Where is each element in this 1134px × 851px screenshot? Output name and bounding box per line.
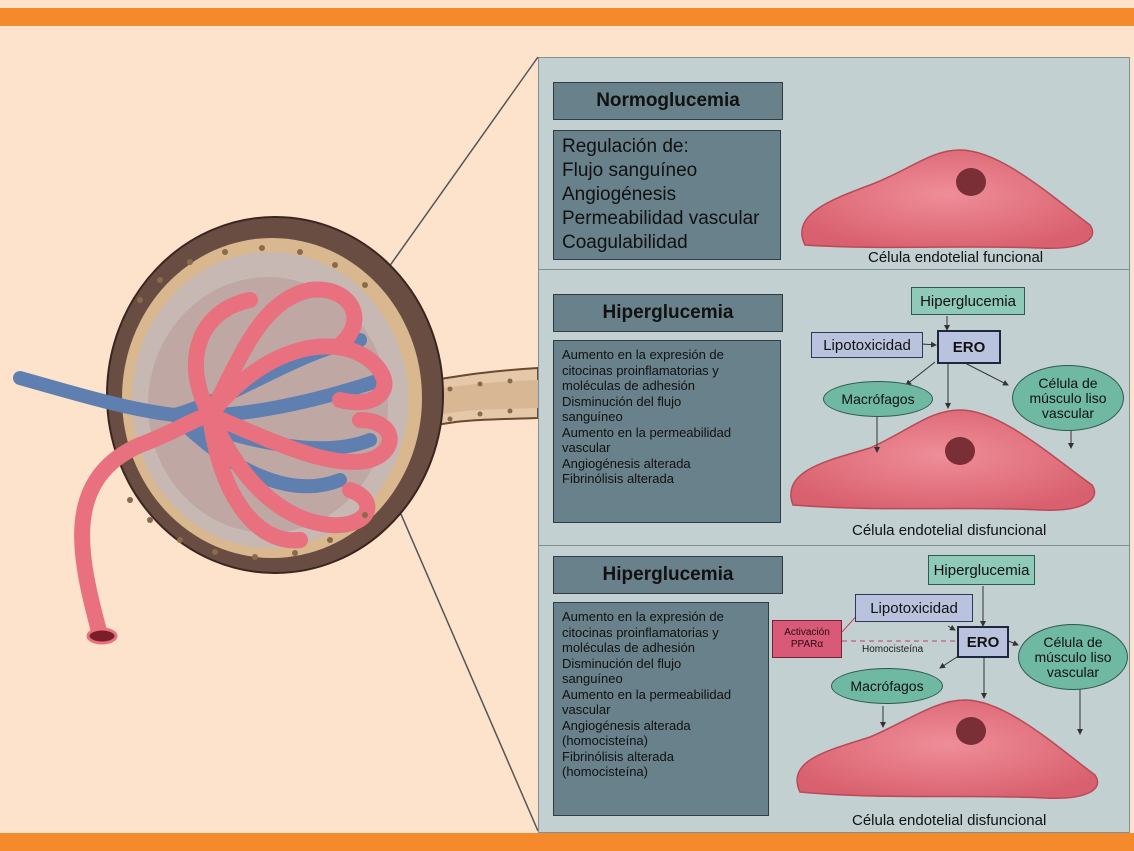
panel1-line: Regulación de: [562, 135, 780, 159]
p2-smooth-muscle-line: Célula de [1038, 376, 1097, 391]
p3-cell-caption: Célula endotelial disfuncional [852, 812, 1046, 829]
homocysteine-label: Homocisteína [862, 644, 923, 655]
p3-lipotoxicity-node: Lipotoxicidad [855, 594, 973, 622]
panel1-line: Flujo sanguíneo [562, 159, 780, 183]
p2-smooth-muscle-node: Célula de músculo liso vascular [1012, 365, 1124, 431]
panel2-text-box: Aumento en la expresión de citocinas pro… [553, 340, 781, 523]
p2-macrophages-node: Macrófagos [823, 381, 933, 417]
panel3-line: (homocisteína) [562, 733, 768, 749]
panel3-line: Angiogénesis alterada [562, 718, 768, 734]
panel1-line: Permeabilidad vascular [562, 207, 780, 231]
panel2-line: sanguíneo [562, 409, 780, 425]
panel3-line: (homocisteína) [562, 764, 768, 780]
panel3-line: Disminución del flujo [562, 656, 768, 672]
panel1-title: Normoglucemia [553, 82, 783, 120]
p3-smooth-muscle-node: Célula de músculo liso vascular [1018, 624, 1128, 690]
p2-smooth-muscle-line: vascular [1042, 406, 1094, 421]
p2-smooth-muscle-line: músculo liso [1029, 391, 1106, 406]
p3-smooth-muscle-line: vascular [1047, 665, 1099, 680]
panel2-line: Angiogénesis alterada [562, 456, 780, 472]
panel3-line: moléculas de adhesión [562, 640, 768, 656]
panel3-line: vascular [562, 702, 768, 718]
panel3-line: citocinas proinflamatorias y [562, 625, 768, 641]
vessel-opening [88, 629, 116, 643]
p3-smooth-muscle-line: Célula de [1043, 635, 1102, 650]
panel2-title: Hiperglucemia [553, 294, 783, 332]
p2-ero-node: ERO [937, 330, 1001, 364]
panel2-line: Disminución del flujo [562, 394, 780, 410]
panel1-line: Coagulabilidad [562, 231, 780, 255]
p2-cell-caption: Célula endotelial disfuncional [852, 522, 1046, 539]
panel1-text-box: Regulación de: Flujo sanguíneo Angiogéne… [553, 130, 781, 260]
panel2-line: citocinas proinflamatorias y [562, 363, 780, 379]
panel3-line: Aumento en la permeabilidad [562, 687, 768, 703]
p3-ppar-line: PPARα [791, 639, 823, 651]
panel2-line: Fibrinólisis alterada [562, 471, 780, 487]
panel2-line: Aumento en la expresión de [562, 347, 780, 363]
panel3-line: sanguíneo [562, 671, 768, 687]
panel3-title: Hiperglucemia [553, 556, 783, 594]
panel2-line: vascular [562, 440, 780, 456]
panel3-line: Aumento en la expresión de [562, 609, 768, 625]
panel2-line: Aumento en la permeabilidad [562, 425, 780, 441]
panel3-text-box: Aumento en la expresión de citocinas pro… [553, 602, 769, 816]
p3-ero-node: ERO [957, 626, 1009, 658]
panel2-line: moléculas de adhesión [562, 378, 780, 394]
p3-hyperglycemia-node: Hiperglucemia [928, 555, 1035, 585]
p2-hyperglycemia-node: Hiperglucemia [911, 287, 1025, 315]
p3-ppar-activation-node: Activación PPARα [772, 620, 842, 658]
p1-cell-caption: Célula endotelial funcional [868, 249, 1043, 266]
panel1-line: Angiogénesis [562, 183, 780, 207]
p3-ppar-line: Activación [784, 627, 830, 639]
panel3-line: Fibrinólisis alterada [562, 749, 768, 765]
p3-macrophages-node: Macrófagos [831, 668, 943, 704]
p2-lipotoxicity-node: Lipotoxicidad [811, 332, 923, 358]
p3-smooth-muscle-line: músculo liso [1034, 650, 1111, 665]
